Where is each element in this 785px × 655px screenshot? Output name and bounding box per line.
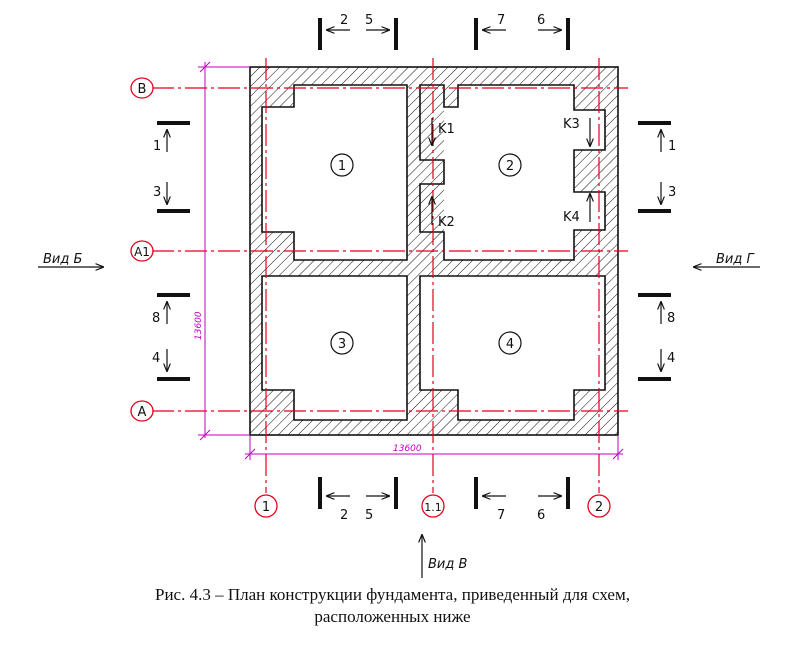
foundation-plan-drawing: B A1 A 1 1.1 2 1 2 3 4 bbox=[38, 13, 760, 578]
svg-text:3: 3 bbox=[338, 337, 346, 352]
room-marker-3: 3 bbox=[330, 331, 354, 355]
node-label-k3: K3 bbox=[563, 117, 580, 132]
view-label-bottom: Вид В bbox=[428, 557, 467, 572]
svg-text:2: 2 bbox=[506, 159, 514, 174]
section-label: 4 bbox=[152, 351, 160, 366]
node-label-k4: K4 bbox=[563, 210, 580, 225]
section-label: 3 bbox=[153, 185, 161, 200]
section-label: 2 bbox=[340, 13, 348, 28]
axis-label: 1.1 bbox=[424, 501, 442, 514]
svg-text:4: 4 bbox=[506, 337, 514, 352]
node-arrows bbox=[432, 118, 590, 225]
section-label: 6 bbox=[537, 508, 545, 523]
axis-label: B bbox=[138, 82, 147, 97]
section-label: 5 bbox=[365, 13, 373, 28]
axis-label: 2 bbox=[595, 500, 603, 515]
section-label: 8 bbox=[152, 311, 160, 326]
axis-marker-1-1: 1.1 bbox=[421, 494, 445, 518]
axis-marker-B: B bbox=[130, 77, 154, 99]
figure-caption-line-2: расположенных ниже bbox=[314, 607, 471, 626]
dimension-vertical-value: 13600 bbox=[194, 311, 204, 340]
room-marker-1: 1 bbox=[330, 153, 354, 177]
section-marks-bottom bbox=[318, 477, 570, 509]
room-marker-4: 4 bbox=[498, 331, 522, 355]
dimension-horizontal bbox=[244, 435, 624, 460]
svg-text:1: 1 bbox=[338, 159, 346, 174]
section-label: 2 bbox=[340, 508, 348, 523]
view-label-right: Вид Г bbox=[716, 252, 755, 267]
section-label: 6 bbox=[537, 13, 545, 28]
axis-label: A1 bbox=[134, 245, 150, 259]
section-label: 5 bbox=[365, 508, 373, 523]
axis-label: 1 bbox=[262, 500, 270, 515]
axis-label: A bbox=[138, 405, 147, 420]
dimension-vertical bbox=[198, 61, 250, 441]
axis-marker-1: 1 bbox=[254, 494, 278, 518]
axis-lines bbox=[152, 58, 628, 493]
section-label: 1 bbox=[668, 139, 676, 154]
section-marks-left bbox=[157, 121, 190, 381]
section-label: 7 bbox=[497, 13, 505, 28]
section-label: 7 bbox=[497, 508, 505, 523]
section-label: 1 bbox=[153, 139, 161, 154]
axis-marker-A1: A1 bbox=[130, 240, 154, 262]
section-label: 8 bbox=[667, 311, 675, 326]
figure-caption-line-1: Рис. 4.3 – План конструкции фундамента, … bbox=[155, 585, 630, 604]
axis-marker-2: 2 bbox=[587, 494, 611, 518]
node-label-k1: K1 bbox=[438, 122, 455, 137]
axis-marker-A: A bbox=[130, 400, 154, 422]
dimension-horizontal-value: 13600 bbox=[393, 444, 422, 454]
section-marks-top bbox=[318, 18, 570, 50]
section-label: 4 bbox=[667, 351, 675, 366]
node-label-k2: K2 bbox=[438, 215, 455, 230]
section-marks-right bbox=[638, 121, 671, 381]
section-label: 3 bbox=[668, 185, 676, 200]
room-marker-2: 2 bbox=[498, 153, 522, 177]
view-label-left: Вид Б bbox=[43, 252, 82, 267]
